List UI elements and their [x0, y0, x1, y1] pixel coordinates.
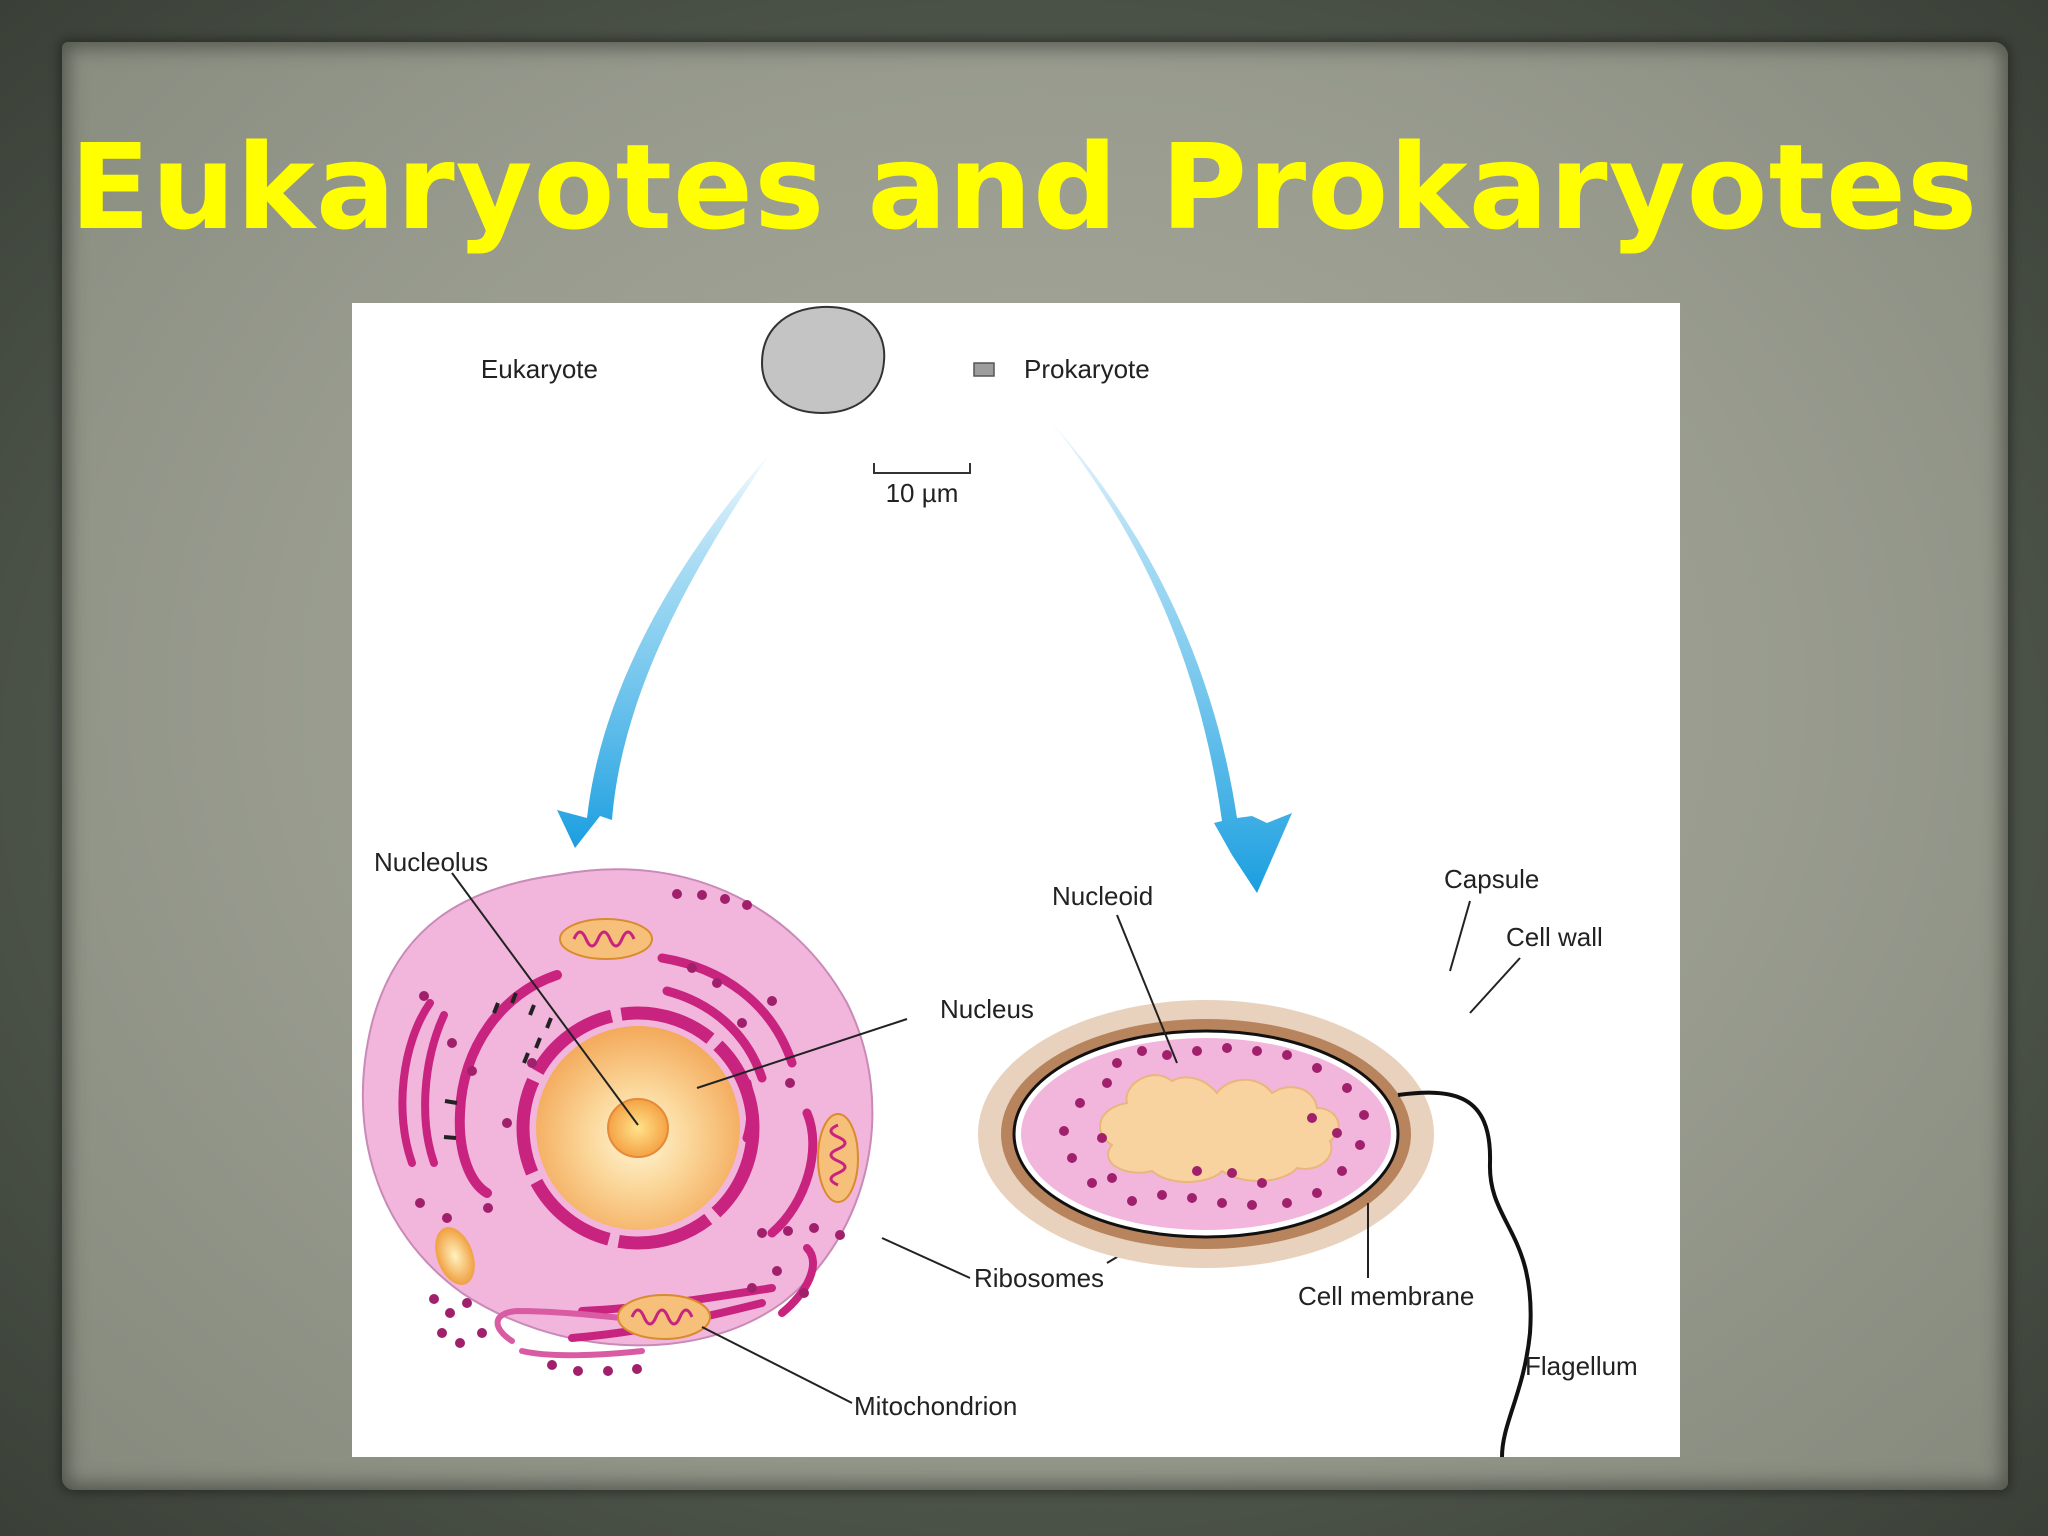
nucleus-leader [696, 1018, 908, 1089]
nucleoid-leader [1116, 914, 1178, 1064]
ribosomes-leader-eukaryote [881, 1237, 971, 1279]
vesicle [435, 1227, 475, 1285]
mitochondrion-leader [701, 1326, 853, 1404]
mitochondrion-bottom [617, 1294, 711, 1340]
cell-comparison-figure: Eukaryote Prokaryote 10 µm [352, 303, 1680, 1457]
cell-wall-leader [1469, 957, 1521, 1014]
mitochondrion-label: Mitochondrion [854, 1391, 1017, 1421]
flagellum [1397, 1090, 1533, 1457]
capsule-label: Capsule [1444, 864, 1539, 894]
nucleolus-label: Nucleolus [374, 847, 488, 877]
cell-membrane-label: Cell membrane [1298, 1281, 1474, 1311]
rough-er [454, 970, 562, 1198]
nucleoid-label: Nucleoid [1052, 881, 1153, 911]
slide-title: Eukaryotes and Prokaryotes [69, 118, 1979, 256]
free-ribosomes [415, 889, 845, 1376]
nucleus-label: Nucleus [940, 994, 1034, 1024]
capsule-leader [1449, 900, 1471, 972]
cell-wall-label: Cell wall [1506, 922, 1603, 952]
scale-bar-label: 10 µm [886, 478, 959, 508]
prokaryote-size-rect [973, 362, 995, 377]
size-comparison: Eukaryote Prokaryote 10 µm [481, 305, 1150, 508]
nucleoid [1099, 1074, 1340, 1183]
er-ribosome-ticks [443, 992, 553, 1140]
flagellum-label: Flagellum [1525, 1351, 1638, 1381]
mitochondrion-top [559, 918, 653, 960]
er-bottom-right [778, 1244, 817, 1317]
prokaryote-label: Prokaryote [1024, 354, 1150, 384]
eukaryote-label: Eukaryote [481, 354, 598, 384]
eukaryotic-cell [361, 868, 874, 1376]
scale-bar [873, 463, 971, 474]
nucleolus [607, 1098, 669, 1158]
prokaryote-ribosomes [1059, 1043, 1369, 1210]
nucleolus-leader [451, 872, 639, 1126]
eukaryote-size-blob [760, 305, 886, 415]
er-left [398, 999, 448, 1167]
arrow-to-eukaryote [557, 451, 772, 848]
cell-diagram-svg: Eukaryote Prokaryote 10 µm [361, 305, 1638, 1457]
nuclear-envelope [516, 1006, 760, 1250]
arrow-to-prokaryote [1044, 413, 1292, 893]
ribosomes-label: Ribosomes [974, 1263, 1104, 1293]
mitochondrion-right [817, 1113, 859, 1203]
golgi [494, 1307, 645, 1359]
prokaryotic-cell [978, 1000, 1533, 1457]
er-right-top [657, 953, 797, 1083]
